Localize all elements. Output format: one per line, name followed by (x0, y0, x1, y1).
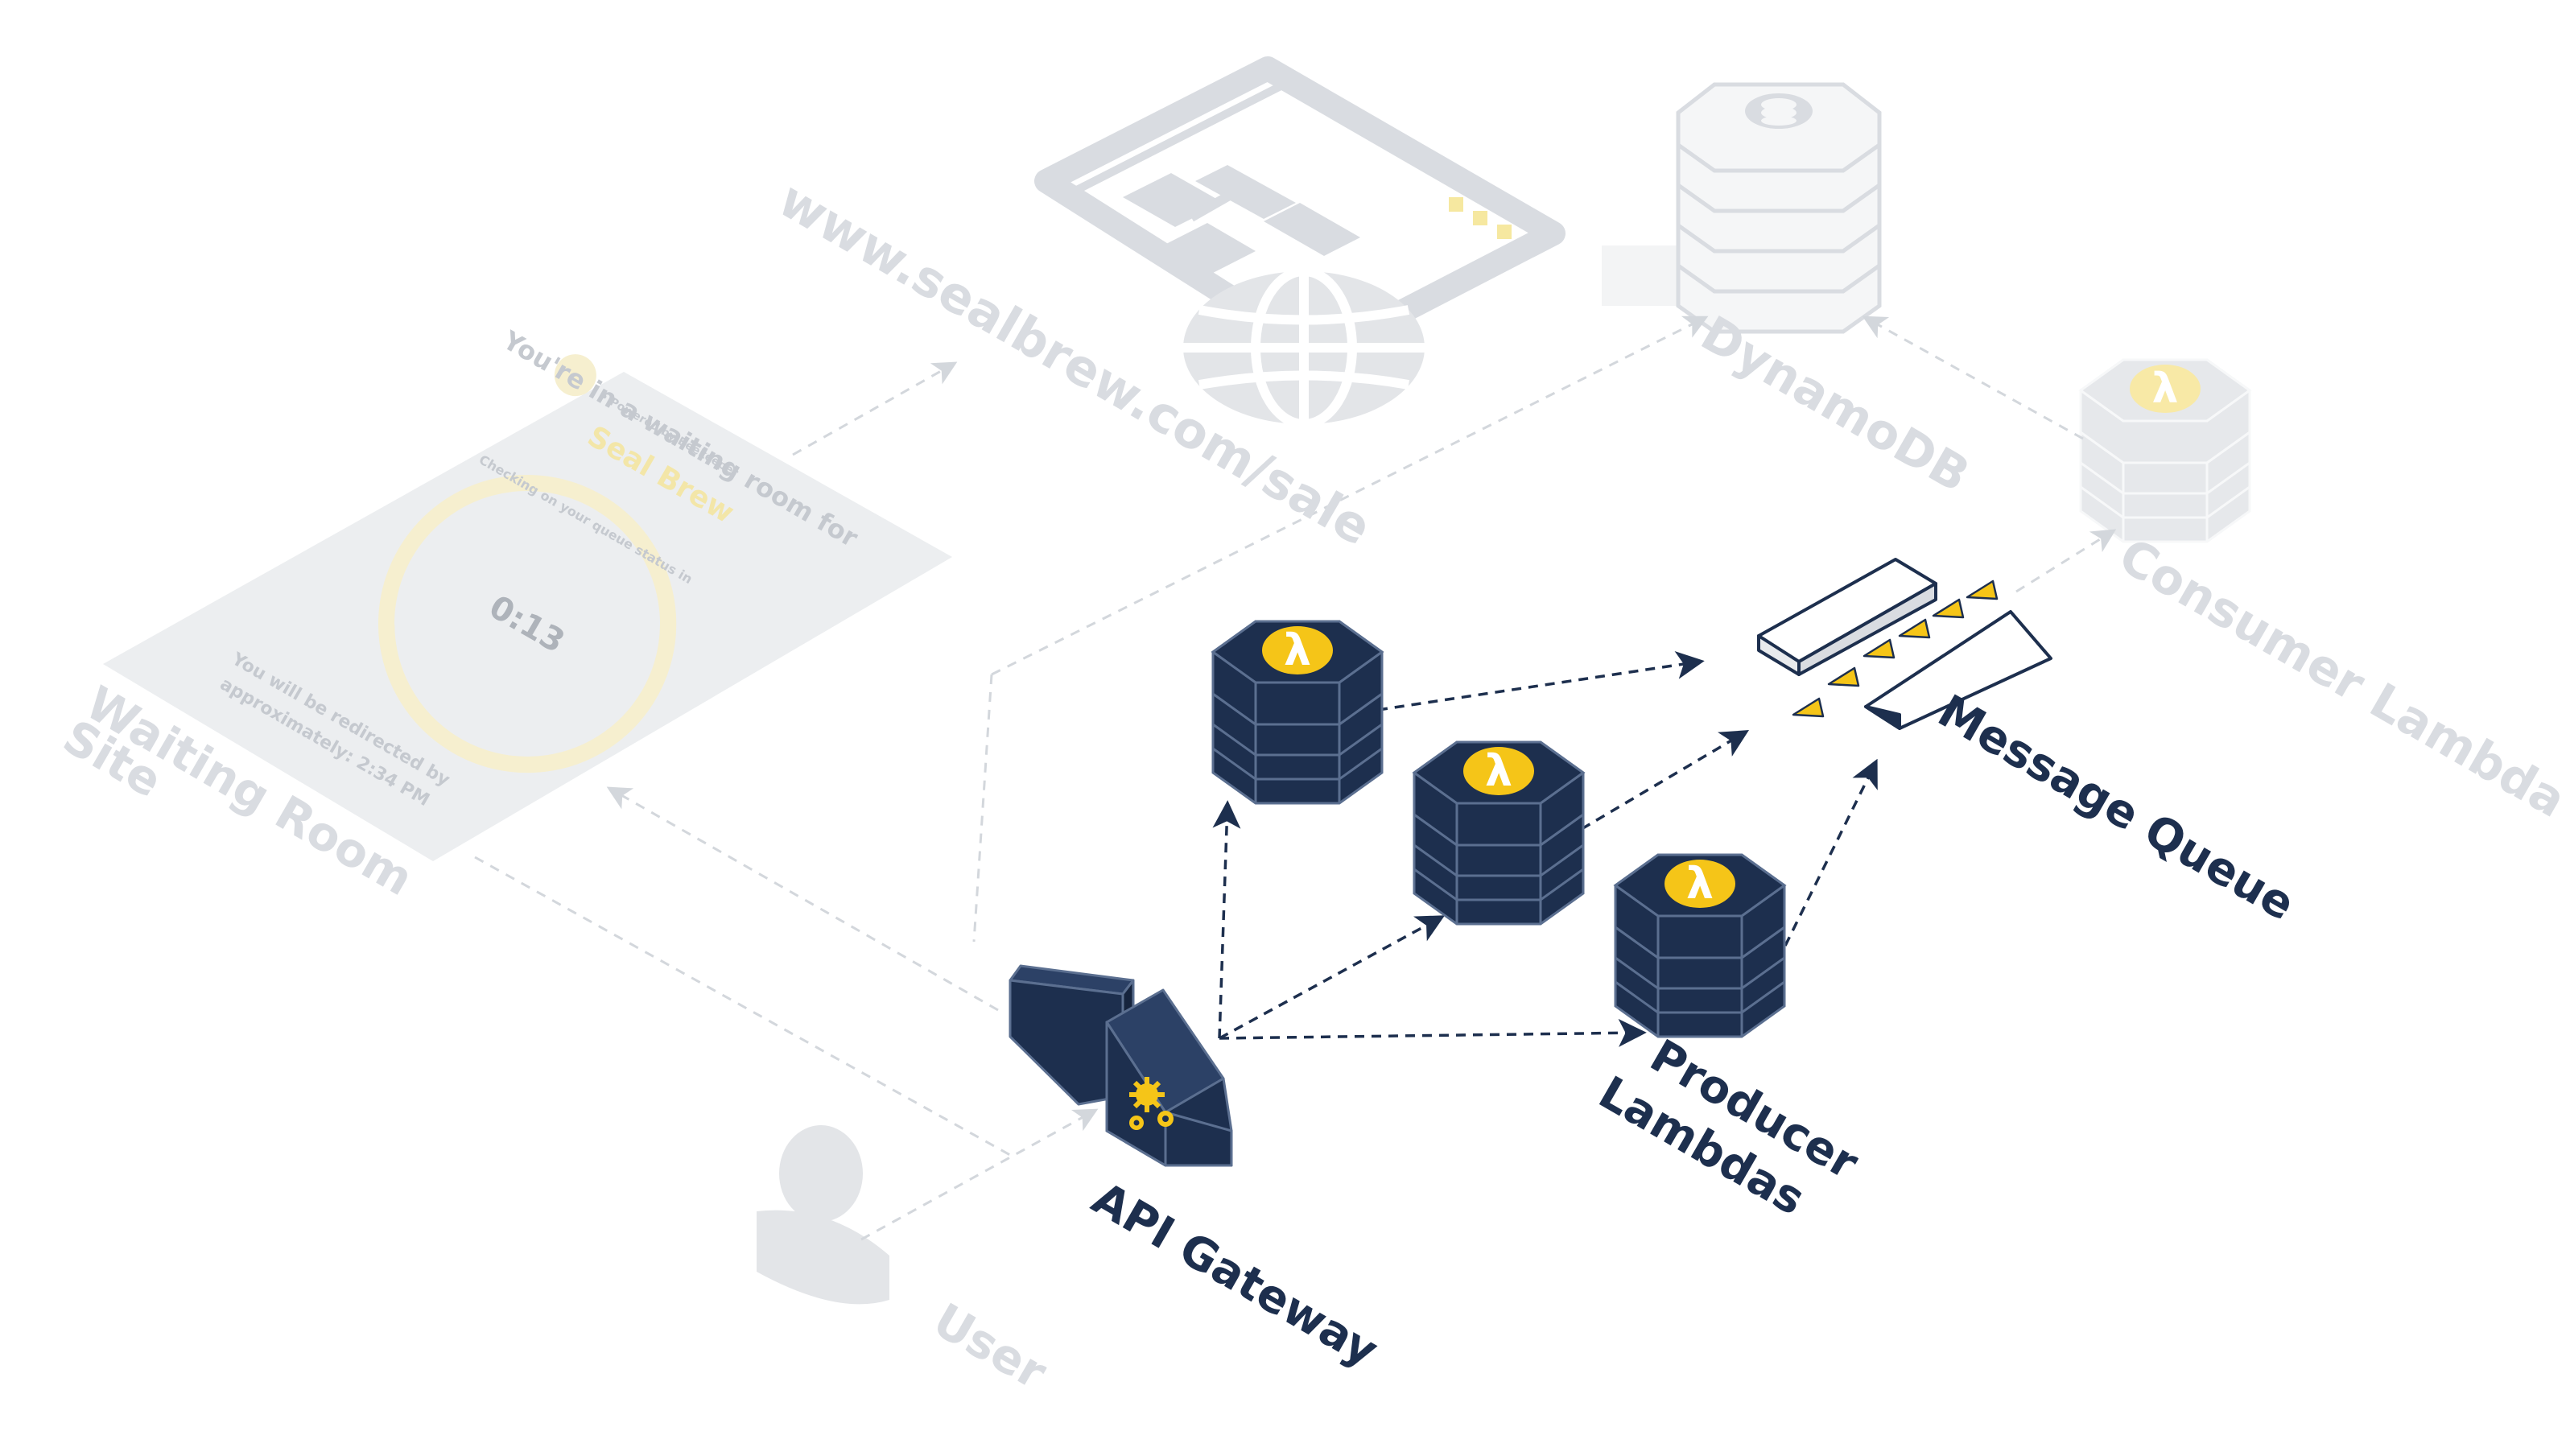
active-connectors (1212, 651, 1878, 1047)
dynamodb-label: DynamoDB (1692, 306, 1979, 504)
producer-lambda-1-glyph: λ (1284, 625, 1311, 675)
producer-lambda-1: λ (1211, 620, 1384, 805)
producer-lambda-2-glyph: λ (1485, 745, 1512, 796)
consumer-lambda-icon: λ (2079, 358, 2251, 543)
user-icon (757, 1125, 889, 1305)
api-gateway-label: API Gateway (1083, 1172, 1387, 1377)
dynamodb-icon (1602, 82, 1882, 334)
producer-lambda-3: λ (1614, 853, 1786, 1038)
producer-lambda-3-glyph: λ (1686, 858, 1714, 909)
message-queue-icon (1757, 558, 2052, 730)
message-queue-label: Message Queue (1929, 685, 2304, 931)
producer-lambda-2: λ (1413, 740, 1585, 926)
website-browser-icon (1034, 56, 1566, 429)
api-gateway-icon (1009, 964, 1233, 1167)
gears-icon (1129, 1077, 1174, 1130)
consumer-lambda-glyph: λ (2152, 365, 2179, 413)
faded-connectors (474, 316, 2117, 1241)
queue-message-arrows (1792, 580, 1999, 718)
user-label: User (924, 1293, 1056, 1400)
consumer-lambda-label: Consumer Lambda (2110, 527, 2570, 828)
